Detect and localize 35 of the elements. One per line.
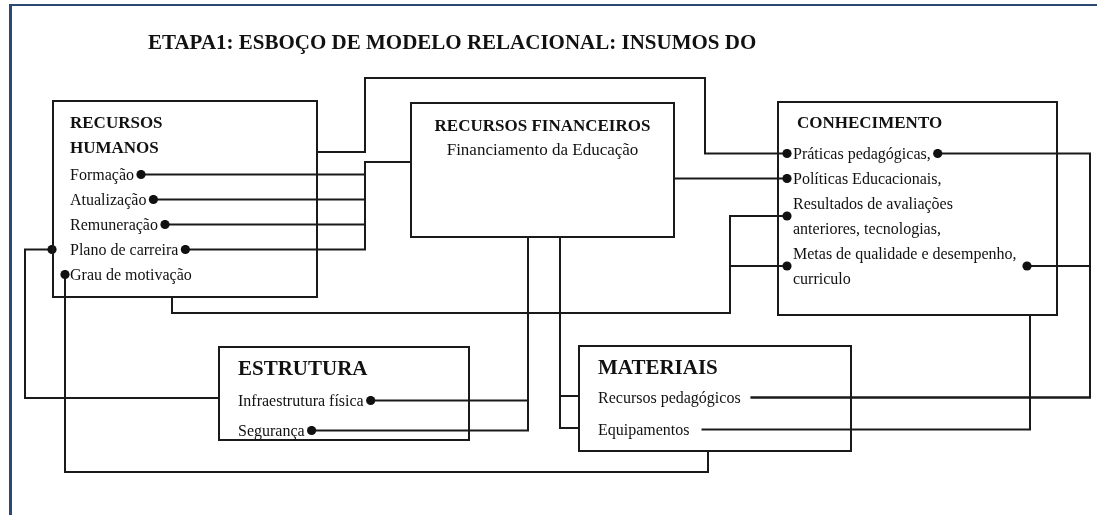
item-text: Resultados de avaliações anteriores, tecnologias, <box>793 191 1021 241</box>
category-box <box>578 345 852 452</box>
item-text: Equipamentos <box>598 417 690 442</box>
item-text: Segurança <box>238 418 305 443</box>
box-text: Financiamento da Educação <box>445 139 640 161</box>
connector-line <box>180 161 411 255</box>
item-text: Políticas Educacionais, <box>793 166 942 191</box>
connector-line <box>674 173 792 184</box>
item-text: Grau de motivação <box>70 262 192 287</box>
box-heading: CONHECIMENTO <box>797 112 943 134</box>
category-box <box>410 102 675 238</box>
item-text: Práticas pedagógicas, <box>793 141 931 166</box>
box-heading: RECURSOS FINANCEIROS <box>433 115 652 137</box>
item-text: Metas de qualidade e desempenho, curriculo <box>793 241 1021 291</box>
connector-line <box>559 237 579 429</box>
box-heading: MATERIAIS <box>598 354 718 381</box>
connector-line <box>700 315 1031 431</box>
connector-line <box>307 237 529 436</box>
connector-line <box>317 77 792 159</box>
box-heading: RECURSOS HUMANOS <box>70 112 164 159</box>
connector-line <box>60 269 709 473</box>
item-text: Infraestrutura física <box>238 388 364 413</box>
item-text: Recursos pedagógicos <box>598 385 741 410</box>
item-text: Formação <box>70 162 134 187</box>
connector-line <box>24 244 219 399</box>
item-text: Plano de carreira <box>70 237 179 262</box>
category-box <box>218 346 470 441</box>
diagram-title: ETAPA1: ESBOÇO DE MODELO RELACIONAL: INSUMOS DO <box>148 30 758 55</box>
item-text: Atualização <box>70 187 147 212</box>
connector-line <box>749 261 1091 399</box>
item-text: Remuneração <box>70 212 158 237</box>
category-box <box>777 101 1058 316</box>
box-heading: ESTRUTURA <box>238 355 368 382</box>
category-box <box>52 100 318 298</box>
connector-line <box>171 261 792 314</box>
